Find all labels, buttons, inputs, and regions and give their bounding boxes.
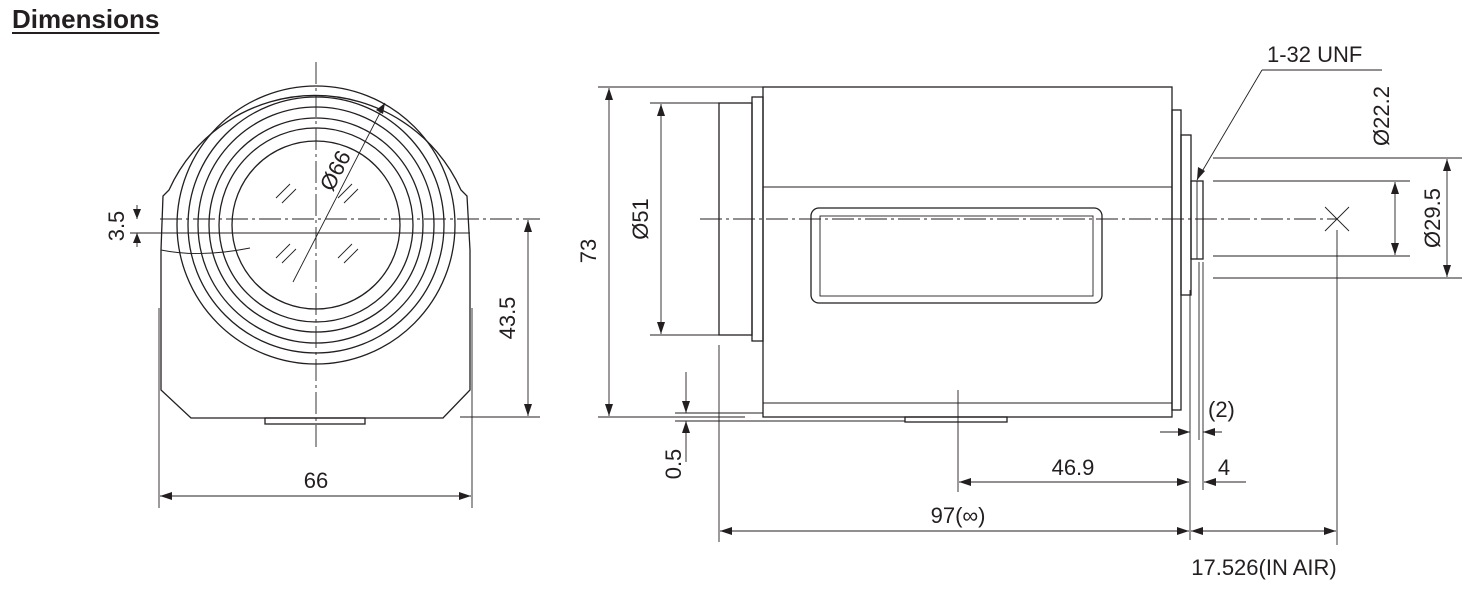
center-to-flange-label: 46.9 bbox=[1052, 455, 1095, 480]
side-diameter-label: Ø51 bbox=[628, 198, 653, 240]
side-offset-label: 0.5 bbox=[661, 449, 686, 480]
side-window-inner bbox=[819, 215, 1094, 297]
thread-label: 1-32 UNF bbox=[1267, 42, 1362, 67]
focal-point-mark-b bbox=[1324, 206, 1350, 232]
front-diameter-label: Ø66 bbox=[315, 146, 356, 194]
front-height-label: 43.5 bbox=[495, 297, 520, 340]
back-focus-label: 17.526(IN AIR) bbox=[1191, 555, 1337, 580]
front-body-inner bbox=[160, 247, 251, 254]
side-view: 73 Ø51 0.5 1-32 UNF Ø22.2 Ø29. bbox=[576, 42, 1462, 580]
front-body-outline bbox=[160, 94, 471, 419]
diameter-leader bbox=[292, 102, 386, 283]
flange-gap-label: (2) bbox=[1208, 397, 1235, 422]
side-body bbox=[762, 86, 1173, 418]
glass-hatch bbox=[275, 183, 359, 264]
front-view: Ø66 66 3.5 43.5 bbox=[104, 62, 540, 508]
side-window-outer bbox=[810, 207, 1103, 304]
rear-plate bbox=[1180, 134, 1192, 296]
front-bottom-pin bbox=[264, 417, 366, 425]
flange-thickness-label: 4 bbox=[1218, 455, 1230, 480]
front-width-label: 66 bbox=[304, 468, 328, 493]
rear-flange bbox=[1171, 109, 1182, 411]
thread-leader bbox=[1196, 69, 1263, 181]
page-title: Dimensions bbox=[12, 4, 160, 34]
mount-outer-diameter-label: Ø29.5 bbox=[1420, 188, 1445, 248]
front-offset-label: 3.5 bbox=[104, 211, 129, 242]
side-height-label: 73 bbox=[576, 239, 601, 263]
total-length-label: 97(∞) bbox=[931, 503, 986, 528]
side-bottom-pin bbox=[904, 416, 1008, 423]
mount-inner-diameter-label: Ø22.2 bbox=[1369, 86, 1394, 146]
